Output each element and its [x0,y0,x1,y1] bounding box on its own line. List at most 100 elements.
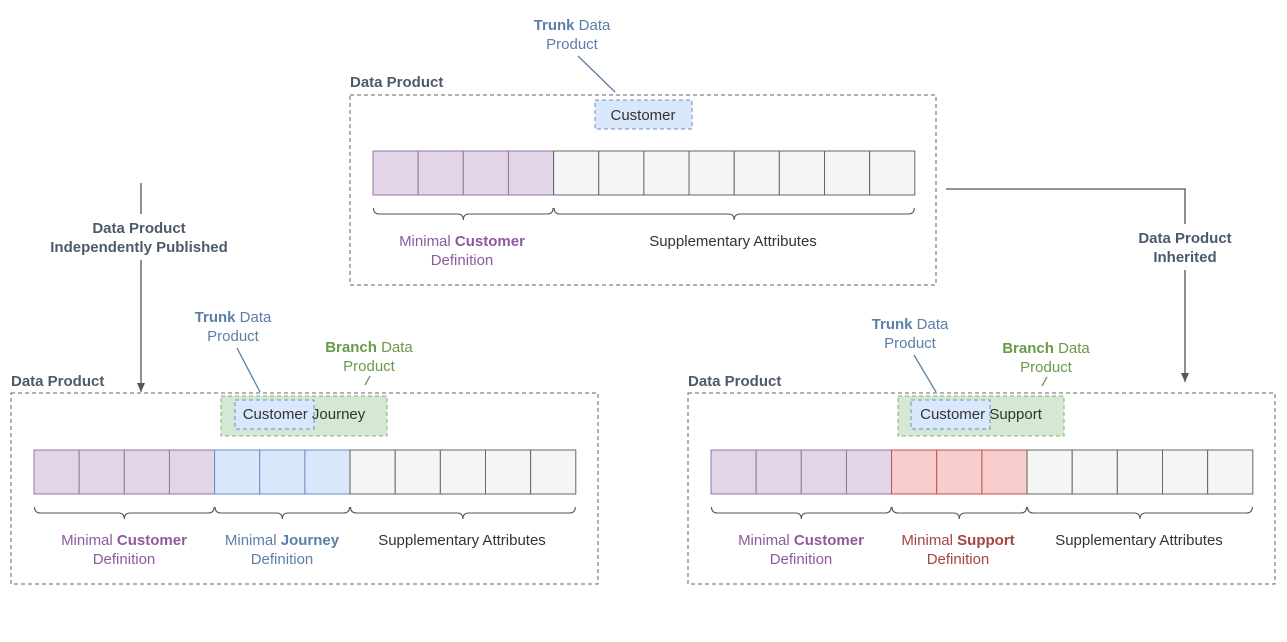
journey-attribute-cells [33,449,577,495]
customer-trunk-label-line2: Product [546,36,599,53]
journey-trunk-box [234,399,315,430]
customer-support-purple-brace [710,506,892,520]
inherited-label-line2: Inherited [1153,249,1216,266]
customer-support-grey-attribute-cell [1026,449,1073,495]
customer-grey-brace [553,207,915,221]
customer-attribute-cells [372,150,916,196]
customer-journey-purple-brace [33,506,215,520]
support-product-container [687,392,1276,585]
journey-supplementary-label: Supplementary Attributes [378,532,546,549]
customer-trunk-pointer [577,55,616,93]
support-minimal-support-label: Minimal Support [901,532,1014,549]
support-trunk-label: Trunk Data [872,316,949,333]
inherited-connector: Data Product Inherited [946,188,1242,382]
customer-minimal-customer-label: Minimal Customer [399,233,525,250]
customer-grey-attribute-cell [598,150,645,196]
support-trunk-pointer [913,354,937,393]
support-trunk-box [910,399,991,430]
customer-journey-purple-attribute-cell [78,449,125,495]
journey-product-container [10,392,599,585]
independent-label-line2: Independently Published [50,239,228,256]
customer-purple-attribute-cell [417,150,464,196]
customer-grey-attribute-cell [824,150,871,196]
support-attribute-cells [710,449,1254,495]
customer-grey-attribute-cell [869,150,916,196]
customer-grey-attribute-cell [778,150,825,196]
customer-journey-grey-attribute-cell [349,449,396,495]
support-minimal-customer-definition: Definition [770,551,833,568]
support-supplementary-label: Supplementary Attributes [1055,532,1223,549]
support-branch-label-line2: Product [1020,359,1073,376]
journey-branch-label: Branch Data [325,339,413,356]
customer-journey-data-product: Data Product Trunk Data Product Branch D… [10,309,599,585]
inherited-label-line1: Data Product [1138,230,1231,247]
customer-grey-attribute-cell [688,150,735,196]
customer-journey-purple-attribute-cell [33,449,80,495]
customer-journey-blue-attribute-cell [259,449,306,495]
inherited-arrow [946,188,1189,382]
customer-support-red-brace [891,506,1028,520]
customer-minimal-customer-definition: Definition [431,252,494,269]
customer-journey-grey-attribute-cell [394,449,441,495]
customer-attribute-braces [372,207,915,221]
customer-journey-purple-attribute-cell [123,449,170,495]
customer-grey-attribute-cell [733,150,780,196]
customer-trunk-label: Trunk Data [534,17,611,34]
journey-branch-pointer [364,375,371,386]
customer-supplementary-label: Supplementary Attributes [649,233,817,250]
support-minimal-support-definition: Definition [927,551,990,568]
customer-support-purple-attribute-cell [755,449,802,495]
support-minimal-customer-label: Minimal Customer [738,532,864,549]
support-product-title: Data Product [688,373,781,390]
customer-support-grey-attribute-cell [1207,449,1254,495]
journey-trunk-pointer [236,347,261,393]
customer-purple-attribute-cell [507,150,555,196]
independent-label-line1: Data Product [92,220,185,237]
support-branch-pointer [1041,376,1048,387]
customer-support-grey-attribute-cell [1162,449,1209,495]
journey-minimal-journey-label: Minimal Journey [225,532,340,549]
customer-journey-blue-attribute-cell [214,449,261,495]
independent-label-bg [40,214,242,260]
customer-entity-box [594,99,693,130]
customer-support-red-attribute-cell [936,449,983,495]
customer-journey-blue-attribute-cell [304,449,351,495]
support-entity-label: Customer Support [920,406,1043,423]
customer-support-purple-attribute-cell [800,449,847,495]
journey-branch-label-line2: Product [343,358,396,375]
journey-attribute-braces [33,506,576,520]
customer-support-grey-brace [1027,506,1253,520]
customer-support-red-attribute-cell [891,449,938,495]
inherited-label-bg [1130,224,1242,270]
customer-grey-attribute-cell [643,150,690,196]
journey-entity-label: Customer Journey [243,406,366,423]
customer-grey-attribute-cell [553,150,600,196]
customer-support-purple-attribute-cell [710,449,757,495]
customer-purple-attribute-cell [372,150,419,196]
customer-support-red-attribute-cell [981,449,1028,495]
journey-minimal-customer-definition: Definition [93,551,156,568]
journey-product-title: Data Product [11,373,104,390]
customer-journey-grey-attribute-cell [485,449,532,495]
customer-support-grey-attribute-cell [1071,449,1118,495]
journey-minimal-journey-definition: Definition [251,551,314,568]
customer-journey-purple-attribute-cell [168,449,216,495]
customer-product-container [349,94,937,286]
customer-support-data-product: Data Product Trunk Data Product Branch D… [687,316,1276,585]
customer-entity-label: Customer [610,107,675,124]
customer-support-purple-attribute-cell [845,449,893,495]
support-branch-label: Branch Data [1002,340,1090,357]
support-attribute-braces [710,506,1253,520]
support-trunk-label-line2: Product [884,335,937,352]
customer-purple-brace [372,207,554,221]
journey-trunk-label: Trunk Data [195,309,272,326]
customer-data-product: Data Product Trunk Data Product Customer… [349,17,937,286]
customer-journey-grey-attribute-cell [439,449,487,495]
customer-journey-blue-brace [214,506,351,520]
customer-support-grey-attribute-cell [1116,449,1163,495]
independent-publish-connector: Data Product Independently Published [40,183,242,392]
customer-purple-attribute-cell [462,150,509,196]
journey-trunk-label-line2: Product [207,328,260,345]
journey-minimal-customer-label: Minimal Customer [61,532,187,549]
